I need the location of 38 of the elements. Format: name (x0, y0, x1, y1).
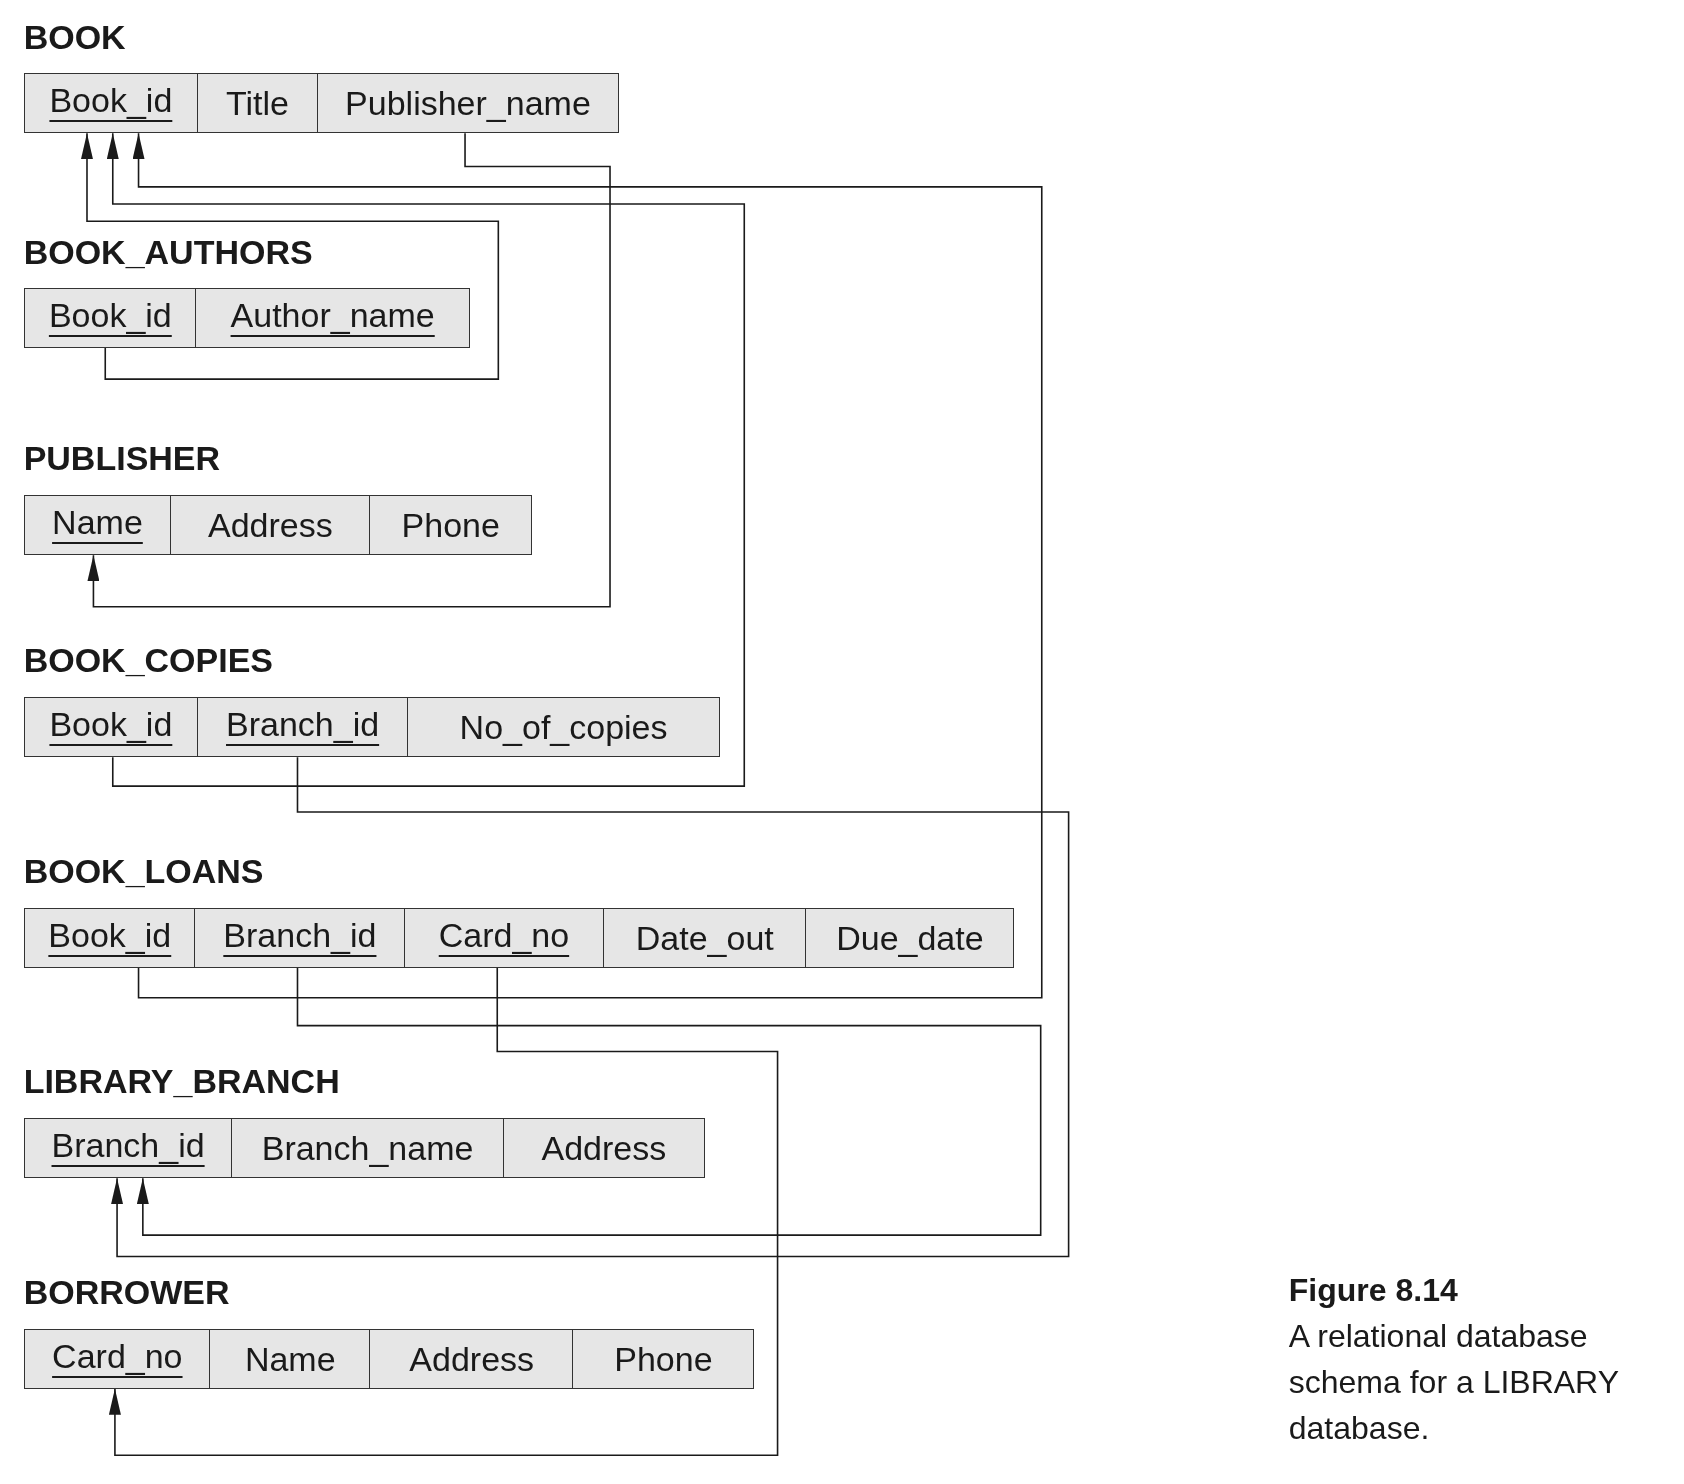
attribute-cell: Address (369, 1328, 574, 1389)
key-attribute-cell: Book_id (23, 697, 199, 758)
foreign-key-arrow (132, 132, 1043, 999)
key-attribute-cell: Branch_id (196, 697, 409, 758)
attribute-cell: Phone (369, 495, 533, 556)
attribute-cell: Address (169, 495, 372, 556)
key-attribute-cell: Card_no (403, 907, 605, 968)
attribute-cell: Name (209, 1328, 372, 1389)
key-attribute-cell: Author_name (195, 287, 470, 348)
foreign-key-arrow (106, 132, 746, 787)
attribute-cell: Title (196, 73, 319, 134)
attribute-cell: Due_date (805, 907, 1015, 968)
relation-name: BOOK (23, 18, 126, 57)
key-attribute-cell: Book_id (23, 73, 199, 134)
attribute-cell: Branch_name (230, 1118, 505, 1179)
relation-name: BOOK_LOANS (23, 851, 264, 890)
key-attribute-cell: Name (23, 495, 172, 556)
foreign-key-arrow (108, 966, 779, 1457)
figure-caption: Figure 8.14 A relational database schema for a LIBRARY database. (1288, 1271, 1620, 1449)
attribute-cell: Date_out (602, 907, 808, 968)
key-attribute-cell: Book_id (23, 287, 198, 348)
relation-name: LIBRARY_BRANCH (23, 1062, 340, 1101)
attribute-cell: Publisher_name (316, 73, 620, 134)
relation-name: PUBLISHER (23, 439, 221, 478)
attribute-cell: Phone (572, 1328, 755, 1389)
key-attribute-cell: Branch_id (23, 1118, 233, 1179)
relation-name: BORROWER (23, 1272, 230, 1311)
foreign-key-arrow (81, 132, 500, 380)
key-attribute-cell: Card_no (23, 1328, 211, 1389)
foreign-key-arrow (87, 132, 611, 608)
relation-name: BOOK_AUTHORS (23, 233, 313, 272)
key-attribute-cell: Book_id (23, 907, 196, 968)
foreign-key-arrow (136, 966, 1042, 1236)
relation-name: BOOK_COPIES (23, 641, 273, 680)
foreign-key-arrow (111, 756, 1070, 1258)
attribute-cell: No_of_copies (407, 697, 721, 758)
key-attribute-cell: Branch_id (194, 907, 406, 968)
attribute-cell: Address (502, 1118, 706, 1179)
